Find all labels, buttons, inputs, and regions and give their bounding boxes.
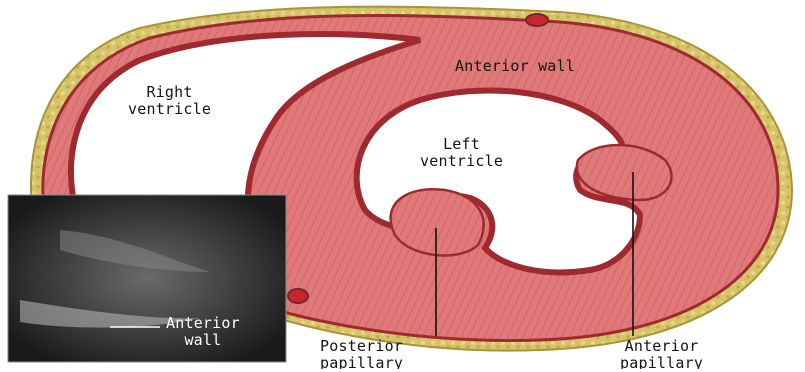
echocardiogram-inset bbox=[8, 195, 286, 362]
posterior-papillary-label: Posterior papillary bbox=[320, 338, 403, 369]
posterior-papillary-muscle bbox=[391, 189, 484, 255]
inset-anterior-wall-label: Anterior wall bbox=[166, 315, 240, 349]
left-ventricle-label: Left ventricle bbox=[420, 136, 503, 170]
right-ventricle-label: Right ventricle bbox=[128, 84, 211, 118]
anterior-papillary-label: Anterior papillary bbox=[620, 338, 703, 369]
top-vessel-icon bbox=[526, 14, 548, 26]
coronary-artery-icon bbox=[288, 289, 308, 303]
anterior-wall-label: Anterior wall bbox=[455, 58, 575, 75]
